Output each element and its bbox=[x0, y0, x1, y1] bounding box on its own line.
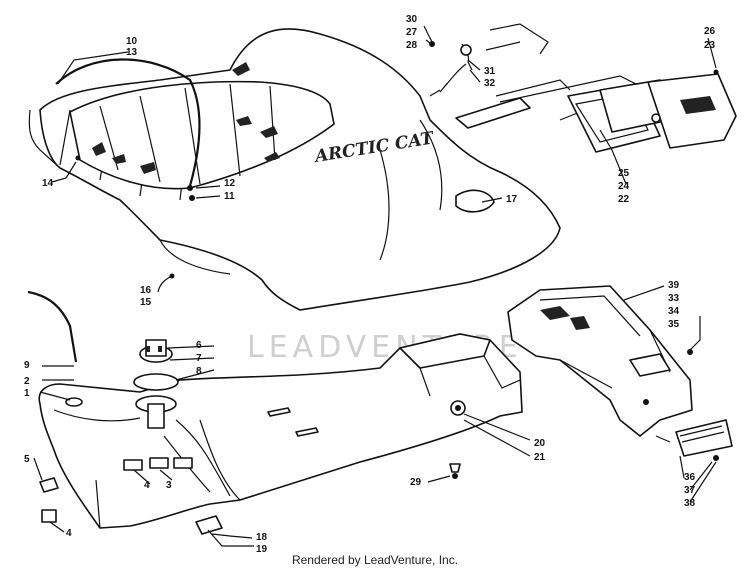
windshield-rod-part bbox=[55, 58, 201, 187]
callout-10: 10 bbox=[126, 36, 138, 47]
callout-35: 35 bbox=[668, 319, 680, 330]
leader-lines bbox=[33, 25, 717, 547]
callout-15: 15 bbox=[140, 297, 152, 308]
screw-14-icon bbox=[75, 155, 81, 161]
callout-labels: 10 13 14 12 11 16 15 30 27 28 31 32 26 2… bbox=[24, 14, 716, 555]
callout-36: 36 bbox=[684, 472, 696, 483]
rear-console-part bbox=[507, 285, 733, 461]
callout-21: 21 bbox=[534, 452, 546, 463]
callout-13: 13 bbox=[126, 47, 138, 58]
callout-1: 1 bbox=[24, 388, 30, 399]
callout-7: 7 bbox=[196, 353, 202, 364]
callout-14: 14 bbox=[42, 178, 54, 189]
callout-23: 23 bbox=[704, 40, 716, 51]
callout-34: 34 bbox=[668, 306, 680, 317]
callout-22: 22 bbox=[618, 194, 630, 205]
callout-17: 17 bbox=[506, 194, 518, 205]
callout-27: 27 bbox=[406, 27, 418, 38]
callout-2: 2 bbox=[24, 376, 30, 387]
callout-32: 32 bbox=[484, 78, 496, 89]
taillight-assembly-part bbox=[429, 23, 737, 153]
callout-26: 26 bbox=[704, 26, 716, 37]
callout-6: 6 bbox=[196, 340, 202, 351]
callout-30: 30 bbox=[406, 14, 418, 25]
hood-part bbox=[28, 28, 561, 311]
callout-3: 3 bbox=[166, 480, 172, 491]
screw-12-icon bbox=[187, 185, 193, 191]
callout-5: 5 bbox=[24, 454, 30, 465]
fuel-tank-console-part bbox=[27, 290, 523, 535]
callout-16: 16 bbox=[140, 285, 152, 296]
callout-18: 18 bbox=[256, 532, 268, 543]
callout-33: 33 bbox=[668, 293, 680, 304]
callout-31: 31 bbox=[484, 66, 496, 77]
callout-38: 38 bbox=[684, 498, 696, 509]
callout-20: 20 bbox=[534, 438, 546, 449]
footer-credit: Rendered by LeadVenture, Inc. bbox=[291, 553, 459, 567]
callout-37: 37 bbox=[684, 485, 696, 496]
callout-4b: 4 bbox=[144, 480, 150, 491]
callout-28: 28 bbox=[406, 40, 418, 51]
callout-12: 12 bbox=[224, 178, 236, 189]
callout-9: 9 bbox=[24, 360, 30, 371]
screw-11-icon bbox=[189, 195, 195, 201]
callout-39: 39 bbox=[668, 280, 680, 291]
callout-4: 4 bbox=[66, 528, 72, 539]
callout-25: 25 bbox=[618, 168, 630, 179]
callout-24: 24 bbox=[618, 181, 630, 192]
callout-11: 11 bbox=[224, 191, 235, 202]
callout-8: 8 bbox=[196, 366, 202, 377]
callout-29: 29 bbox=[410, 477, 422, 488]
callout-19: 19 bbox=[256, 544, 268, 555]
